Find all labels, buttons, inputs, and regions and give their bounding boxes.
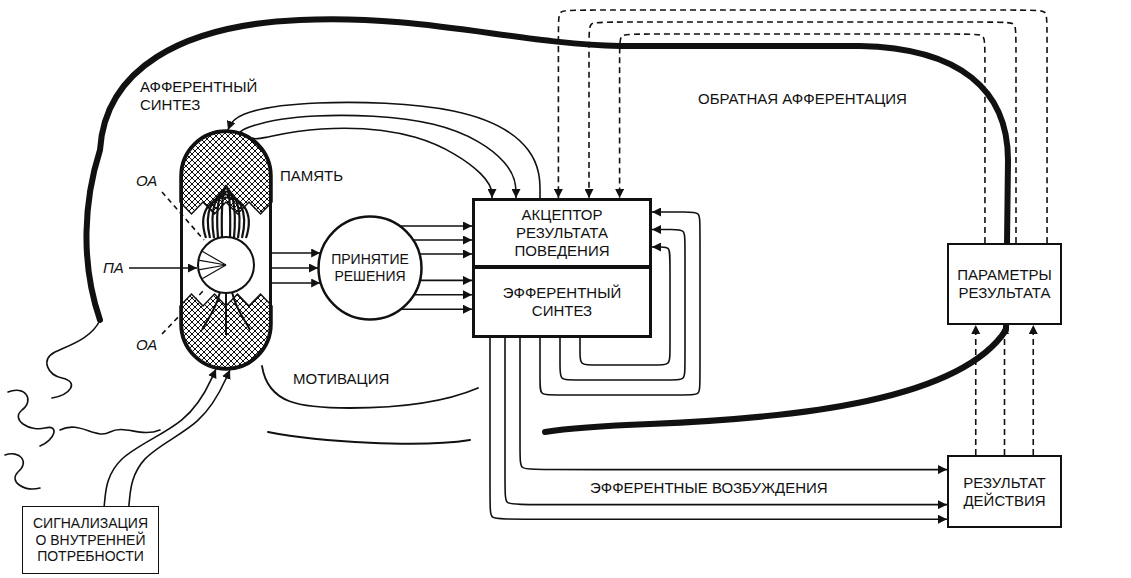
connector-line (420, 253, 472, 255)
brain-outline (86, 19, 1008, 432)
signal-label: ПА (103, 259, 124, 277)
face-line (5, 454, 40, 489)
connector (272, 253, 320, 283)
connector-line (620, 34, 985, 243)
connector-line (975, 325, 977, 455)
connector (228, 102, 540, 198)
result-box: РЕЗУЛЬТАТ ДЕЙСТВИЯ (947, 455, 1062, 528)
memory-hatch (180, 130, 272, 214)
signal-label: ОА (136, 336, 157, 354)
connector-line (414, 239, 472, 241)
process-box: ЭФФЕРЕНТНЫЙ СИНТЕЗ (472, 266, 652, 338)
edge-label: ОБРАТНАЯ АФФЕРЕНТАЦИЯ (695, 90, 910, 108)
node-text: АКЦЕПТОР РЕЗУЛЬТАТА ПОВЕДЕНИЯ (514, 206, 609, 259)
connector-line (1032, 325, 1034, 455)
face-line (60, 427, 160, 434)
connector (490, 338, 947, 519)
node-text: ЭФФЕРЕНТНЫЙ СИНТЕЗ (503, 284, 622, 319)
connector-line (1004, 325, 1006, 455)
face-line (47, 320, 100, 398)
pa-arrow (129, 267, 197, 269)
signal-label: ОА (136, 172, 157, 190)
synthesis-core (198, 237, 254, 293)
connector-line (272, 267, 318, 269)
connector-line (240, 115, 516, 198)
connector-line (252, 128, 492, 198)
motivation-branch (232, 292, 250, 330)
core-sector (198, 265, 226, 270)
input-box: СИГНАЛИЗАЦИЯ О ВНУТРЕННЕЙ ПОТРЕБНОСТИ (22, 506, 159, 574)
connector-line (401, 225, 472, 227)
connector-line (402, 308, 472, 310)
decision-circle-shape (319, 217, 422, 320)
capsule-border (182, 132, 271, 369)
connector-line (589, 22, 1016, 243)
connector-line (272, 282, 320, 284)
core-sector (202, 251, 226, 265)
connector (104, 369, 230, 506)
connector-line (415, 294, 472, 296)
node-text: ПАРАМЕТРЫ РЕЗУЛЬТАТА (957, 266, 1052, 301)
decision-circle: ПРИНЯТИЕ РЕШЕНИЯ (317, 215, 423, 321)
capsule-outline (180, 130, 272, 370)
region-label: ПАМЯТЬ (280, 167, 343, 185)
afferent-synthesis-capsule: АФФЕРЕНТНЫЙ СИНТЕЗ (180, 130, 272, 370)
node-text: АФФЕРЕНТНЫЙ СИНТЕЗ (140, 78, 257, 113)
result-box: ПАРАМЕТРЫ РЕЗУЛЬТАТА (947, 243, 1062, 325)
motivation-hatch (180, 294, 272, 370)
region-label: МОТИВАЦИЯ (293, 370, 389, 388)
connector-line (129, 370, 230, 506)
connector-line (421, 280, 473, 282)
node-text: СИГНАЛИЗАЦИЯ О ВНУТРЕННЕЙ ПОТРЕБНОСТИ (32, 515, 150, 565)
motivation-branch (225, 293, 227, 335)
connector-line (490, 338, 947, 519)
connector-line (505, 338, 947, 505)
memory-loop (203, 198, 249, 239)
connector-line (104, 369, 216, 506)
connector (976, 325, 1034, 455)
motivation-branch (202, 292, 220, 330)
motivation-line (262, 366, 478, 408)
brain-lower-outline (268, 432, 470, 444)
process-box: АКЦЕПТОР РЕЗУЛЬТАТА ПОВЕДЕНИЯ (472, 198, 652, 268)
face-line (8, 390, 54, 446)
node-text: ПРИНЯТИЕ РЕШЕНИЯ (331, 251, 409, 284)
memory-loop (222, 186, 230, 239)
connector-line (228, 102, 540, 198)
connector-line (520, 338, 947, 470)
node-text: РЕЗУЛЬТАТ ДЕЙСТВИЯ (963, 474, 1045, 509)
connector (240, 115, 516, 198)
edge-label: ЭФФЕРЕНТНЫЕ ВОЗБУЖДЕНИЯ (587, 479, 831, 497)
connector-line (272, 252, 320, 254)
